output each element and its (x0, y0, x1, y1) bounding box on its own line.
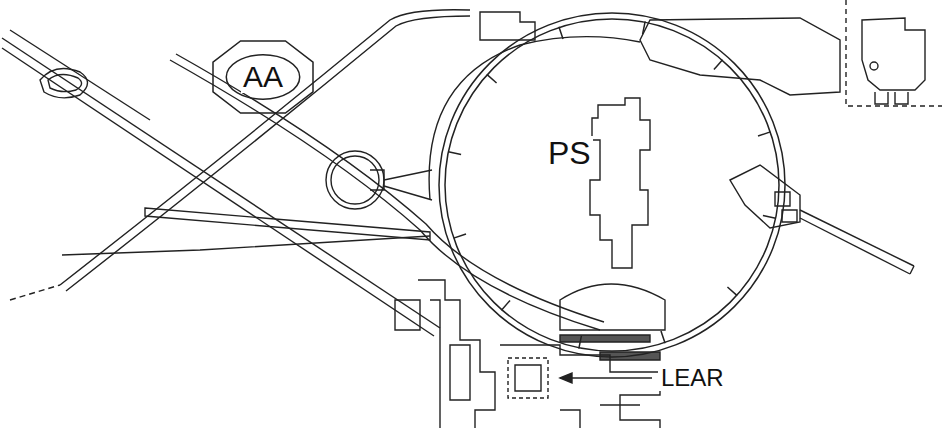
node-outline (438, 12, 786, 358)
area-label: LEAR (658, 365, 727, 391)
area-name: AA (241, 61, 285, 93)
ring-building: AA (212, 40, 314, 114)
accelerator-ring: PS (438, 12, 786, 358)
area-name: PS (546, 136, 593, 170)
